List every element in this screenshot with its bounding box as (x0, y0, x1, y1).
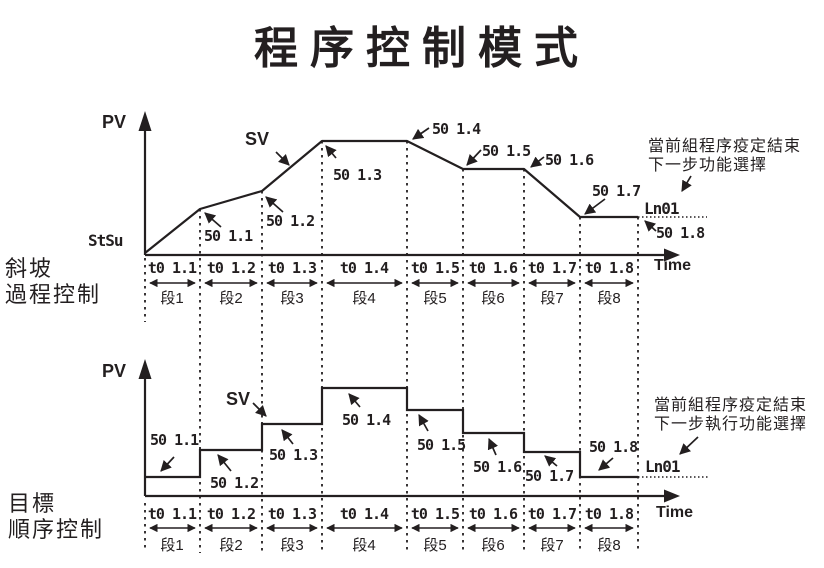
bottom-time-axis-label: Time (656, 504, 694, 521)
bottom-setpoint-7: 50 1.7 (525, 467, 574, 485)
bottom-segment-name-2: 段2 (219, 537, 243, 554)
top-end-note: 當前組程序疫定結束 下一步功能選擇 (648, 137, 801, 175)
top-setpoint-3: 50 1.3 (333, 166, 382, 184)
top-segment-name-8: 段8 (597, 290, 621, 307)
top-annotation-arrows (204, 127, 692, 232)
bottom-end-value: Ln01 (645, 457, 681, 476)
bottom-setpoint-2: 50 1.2 (210, 474, 259, 492)
bottom-annotation-arrows (160, 393, 699, 472)
bottom-segment-time-2: t0 1.2 (206, 505, 256, 523)
bottom-end-note-line-1: 當前組程序疫定結束 (654, 397, 808, 414)
bottom-setpoint-3: 50 1.3 (269, 446, 318, 464)
top-segment-name-2: 段2 (219, 290, 243, 307)
top-time-axis-label: Time (654, 257, 692, 274)
bottom-setpoint-8: 50 1.8 (589, 438, 638, 456)
bottom-segment-time-7: t0 1.7 (527, 505, 577, 523)
top-end-value: Ln01 (644, 199, 680, 218)
top-sv-label: SV (245, 129, 270, 149)
bottom-segment-name-7: 段7 (540, 537, 564, 554)
top-pv-axis-label: PV (102, 112, 127, 132)
bottom-segment-time-3: t0 1.3 (267, 505, 317, 523)
bottom-end-note-line-2: 下一步執行功能選擇 (654, 416, 808, 433)
top-setpoint-5: 50 1.5 (482, 142, 531, 160)
top-end-note-line-1: 當前組程序疫定結束 (648, 138, 802, 155)
bottom-segment-time-4: t0 1.4 (339, 505, 389, 523)
top-setpoint-6: 50 1.6 (545, 151, 594, 169)
top-setpoint-7: 50 1.7 (592, 182, 641, 200)
bottom-chart-axis-arrowheads (138, 359, 680, 503)
top-segment-time-8: t0 1.8 (584, 259, 634, 277)
top-setpoint-4: 50 1.4 (432, 120, 481, 138)
top-chart-axes (143, 130, 666, 257)
bottom-group-label-line-2: 順序控制 (8, 517, 105, 542)
top-group-label-line-2: 過程控制 (5, 282, 102, 307)
bottom-time-axis-arrowhead (664, 489, 680, 503)
bottom-setpoint-6: 50 1.6 (473, 458, 522, 476)
top-group-label-line-1: 斜坡 (5, 256, 54, 281)
bottom-setpoint-5: 50 1.5 (417, 436, 466, 454)
top-time-axis-arrowhead (664, 248, 680, 262)
top-segment-time-6: t0 1.6 (468, 259, 518, 277)
bottom-pv-axis-arrowhead (138, 359, 152, 379)
bottom-segment-name-8: 段8 (597, 537, 621, 554)
top-pv-axis-arrowhead (138, 111, 152, 131)
bottom-sv-step-line (145, 386, 638, 479)
page-title: 程序控制模式 (254, 24, 590, 73)
top-chart-axis-arrowheads (138, 111, 680, 262)
top-segment-name-4: 段4 (352, 290, 376, 307)
top-segment-time-2: t0 1.2 (206, 259, 256, 277)
bottom-segment-name-4: 段4 (352, 537, 376, 554)
top-segment-name-1: 段1 (160, 290, 184, 307)
top-setpoint-2: 50 1.2 (266, 212, 315, 230)
top-segment-time-3: t0 1.3 (267, 259, 317, 277)
bottom-group-label-line-1: 目標 (8, 491, 57, 516)
bottom-setpoint-1: 50 1.1 (150, 431, 199, 449)
top-segment-time-5: t0 1.5 (410, 259, 460, 277)
bottom-segment-name-6: 段6 (481, 537, 505, 554)
top-segment-time-4: t0 1.4 (339, 259, 389, 277)
bottom-segment-name-5: 段5 (423, 537, 447, 554)
bottom-setpoint-4: 50 1.4 (342, 411, 391, 429)
bottom-sv-label: SV (226, 389, 251, 409)
top-segment-name-5: 段5 (423, 290, 447, 307)
top-segment-time-1: t0 1.1 (147, 259, 197, 277)
top-setpoint-8: 50 1.8 (656, 224, 705, 242)
bottom-segment-name-1: 段1 (160, 537, 184, 554)
top-segment-name-7: 段7 (540, 290, 564, 307)
bottom-segment-time-8: t0 1.8 (584, 505, 634, 523)
top-start-value: StSu (88, 231, 124, 250)
top-end-note-line-2: 下一步功能選擇 (648, 157, 768, 174)
bottom-segment-time-5: t0 1.5 (410, 505, 460, 523)
top-setpoint-1: 50 1.1 (204, 227, 253, 245)
bottom-segment-time-1: t0 1.1 (147, 505, 197, 523)
bottom-end-note: 當前組程序疫定結束 下一步執行功能選擇 (654, 396, 807, 434)
bottom-pv-axis-label: PV (102, 361, 127, 381)
top-segment-name-3: 段3 (280, 290, 304, 307)
top-segment-time-7: t0 1.7 (527, 259, 577, 277)
top-segment-name-6: 段6 (481, 290, 505, 307)
bottom-segment-time-6: t0 1.6 (468, 505, 518, 523)
bottom-segment-name-3: 段3 (280, 537, 304, 554)
